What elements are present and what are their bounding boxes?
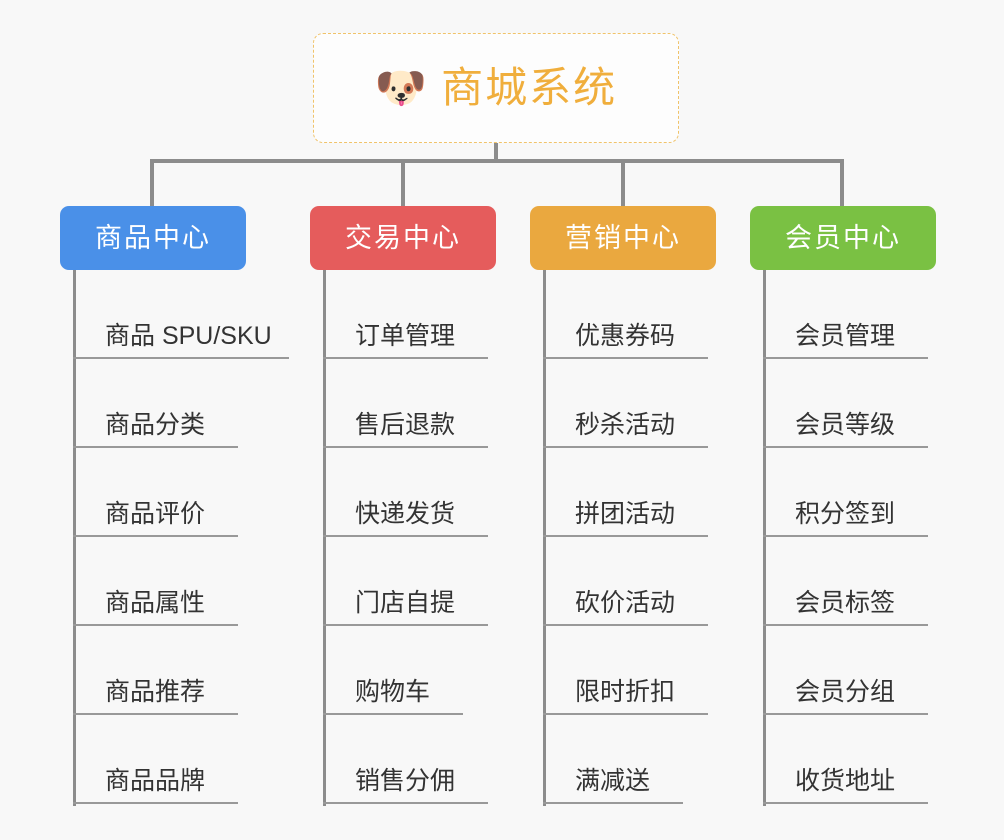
leaf-underline <box>323 357 488 359</box>
column-spine <box>763 270 766 806</box>
leaf-label: 商品推荐 <box>105 678 206 706</box>
category-box-marketing-center[interactable]: 营销中心 <box>530 206 716 270</box>
leaf-label: 订单管理 <box>355 322 456 350</box>
leaf-label: 会员分组 <box>795 678 896 706</box>
leaf-label: 满减送 <box>575 767 651 795</box>
leaf-underline <box>543 357 708 359</box>
leaf-label: 会员管理 <box>795 322 896 350</box>
category-box-product-center[interactable]: 商品中心 <box>60 206 246 270</box>
leaf-underline <box>763 446 928 448</box>
connector-drop-marketing-center <box>621 159 625 206</box>
connector-horizontal-bus <box>150 159 844 163</box>
column-spine <box>543 270 546 806</box>
column-spine <box>73 270 76 806</box>
leaf-label: 购物车 <box>355 678 431 706</box>
leaf-label: 优惠券码 <box>575 322 676 350</box>
leaf-label: 限时折扣 <box>575 678 676 706</box>
leaf-label: 商品品牌 <box>105 767 206 795</box>
category-label: 营销中心 <box>565 222 681 253</box>
leaf-underline <box>323 535 488 537</box>
connector-drop-product-center <box>150 159 154 206</box>
category-label: 会员中心 <box>785 222 901 253</box>
leaf-underline <box>323 624 488 626</box>
leaf-label: 销售分佣 <box>355 767 456 795</box>
leaf-label: 售后退款 <box>355 411 456 439</box>
leaf-label: 拼团活动 <box>575 500 676 528</box>
leaf-underline <box>763 357 928 359</box>
leaf-underline <box>543 802 683 804</box>
category-box-member-center[interactable]: 会员中心 <box>750 206 936 270</box>
connector-drop-member-center <box>840 159 844 206</box>
leaf-underline <box>73 535 238 537</box>
connector-drop-trade-center <box>401 159 405 206</box>
leaf-underline <box>73 802 238 804</box>
root-node-shopping-mall-system[interactable]: 🐶 商城系统 <box>313 33 679 143</box>
leaf-underline <box>73 624 238 626</box>
leaf-label: 会员等级 <box>795 411 896 439</box>
category-label: 商品中心 <box>95 222 211 253</box>
leaf-underline <box>323 446 488 448</box>
leaf-label: 商品分类 <box>105 411 206 439</box>
leaf-label: 砍价活动 <box>575 589 676 617</box>
leaf-label: 收货地址 <box>795 767 896 795</box>
leaf-underline <box>323 713 463 715</box>
leaf-underline <box>763 802 928 804</box>
leaf-label: 秒杀活动 <box>575 411 676 439</box>
leaf-label: 快递发货 <box>355 500 456 528</box>
leaf-underline <box>543 535 708 537</box>
category-box-trade-center[interactable]: 交易中心 <box>310 206 496 270</box>
leaf-underline <box>543 624 708 626</box>
leaf-underline <box>763 535 928 537</box>
leaf-underline <box>73 446 238 448</box>
leaf-underline <box>323 802 488 804</box>
leaf-label: 商品评价 <box>105 500 206 528</box>
leaf-label: 门店自提 <box>355 589 456 617</box>
dog-face-icon: 🐶 <box>374 64 428 111</box>
leaf-underline <box>763 624 928 626</box>
leaf-label: 会员标签 <box>795 589 896 617</box>
leaf-label: 商品 SPU/SKU <box>105 322 272 350</box>
leaf-underline <box>763 713 928 715</box>
connector-root-stem <box>494 143 498 162</box>
root-title: 商城系统 <box>441 64 618 111</box>
leaf-underline <box>73 713 238 715</box>
leaf-label: 积分签到 <box>795 500 896 528</box>
column-spine <box>323 270 326 806</box>
category-label: 交易中心 <box>345 222 461 253</box>
leaf-underline <box>73 357 289 359</box>
leaf-underline <box>543 446 708 448</box>
leaf-underline <box>543 713 708 715</box>
leaf-label: 商品属性 <box>105 589 206 617</box>
